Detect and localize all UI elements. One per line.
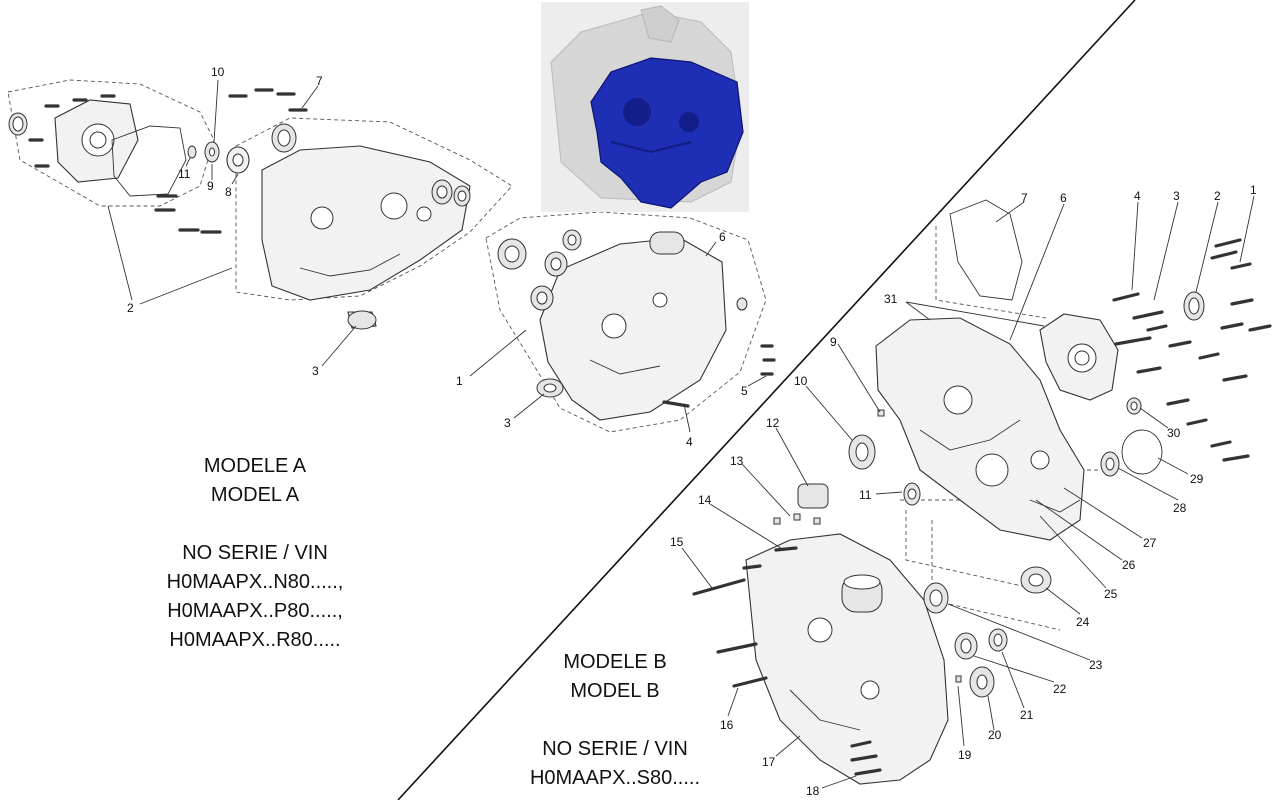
model-a-drawing bbox=[7, 79, 776, 433]
callout-b-28: 28 bbox=[1173, 501, 1187, 515]
gasket-b bbox=[949, 199, 1023, 301]
callout-a-2: 2 bbox=[127, 301, 134, 315]
callout-a-7: 7 bbox=[316, 74, 323, 88]
callout-b-27: 27 bbox=[1143, 536, 1157, 550]
model-a-title-en: MODEL A bbox=[210, 484, 300, 506]
model-a-title-fr: MODELE A bbox=[203, 455, 307, 477]
model-b-drawing bbox=[681, 195, 1272, 789]
callout-b-19: 19 bbox=[958, 748, 972, 762]
cylinder-sleeve bbox=[649, 231, 685, 255]
model-b-title-fr: MODELE B bbox=[563, 651, 667, 673]
callout-b-16: 16 bbox=[720, 718, 734, 732]
model-a-callouts: 1 2 3 3 4 5 6 7 8 9 10 11 bbox=[127, 65, 748, 449]
callout-b-24: 24 bbox=[1076, 615, 1090, 629]
callout-b-25: 25 bbox=[1104, 587, 1118, 601]
callout-b-29: 29 bbox=[1190, 472, 1204, 486]
model-a-caption: MODELE A MODEL A NO SERIE / VIN H0MAAPX.… bbox=[140, 452, 370, 655]
callout-b-31: 31 bbox=[884, 292, 898, 306]
model-b-caption: MODELE B MODEL B NO SERIE / VIN H0MAAPX.… bbox=[480, 648, 750, 793]
callout-a-1: 1 bbox=[456, 374, 463, 388]
model-b-serial-1: H0MAAPX..S80..... bbox=[529, 767, 701, 789]
crankcase-right-half bbox=[539, 237, 727, 421]
cover-gasket bbox=[111, 125, 187, 197]
cover-group-outline bbox=[7, 79, 215, 207]
callout-b-14: 14 bbox=[698, 493, 712, 507]
callout-b-23: 23 bbox=[1089, 658, 1103, 672]
crankcase-left-half bbox=[261, 145, 471, 301]
callout-a-5: 5 bbox=[741, 384, 748, 398]
cover-bore-inner bbox=[89, 131, 107, 149]
callout-b-15: 15 bbox=[670, 535, 684, 549]
locator-thumbnail bbox=[541, 2, 749, 212]
callout-a-4: 4 bbox=[686, 435, 693, 449]
callout-b-22: 22 bbox=[1053, 682, 1067, 696]
thumbnail-render bbox=[541, 2, 749, 212]
callout-b-12: 12 bbox=[766, 416, 780, 430]
callout-b-7: 7 bbox=[1021, 191, 1028, 205]
callout-b-3: 3 bbox=[1173, 189, 1180, 203]
callout-b-21: 21 bbox=[1020, 708, 1034, 722]
callout-b-17: 17 bbox=[762, 755, 776, 769]
crankcase-b-lower bbox=[745, 533, 949, 785]
callout-b-1: 1 bbox=[1250, 183, 1257, 197]
model-b-callouts: 1 2 3 4 6 7 9 10 11 12 13 14 15 16 17 18… bbox=[670, 183, 1257, 798]
callout-a-3b: 3 bbox=[504, 416, 511, 430]
callout-b-26: 26 bbox=[1122, 558, 1136, 572]
callout-b-20: 20 bbox=[988, 728, 1002, 742]
callout-b-13: 13 bbox=[730, 454, 744, 468]
model-a-serial-header: NO SERIE / VIN bbox=[182, 542, 328, 564]
callout-a-6: 6 bbox=[719, 230, 726, 244]
case-left-group-outline bbox=[235, 117, 513, 301]
callout-a-9: 9 bbox=[207, 179, 214, 193]
crankcase-highlight bbox=[590, 57, 744, 209]
callout-a-8: 8 bbox=[225, 185, 232, 199]
model-a-serial-2: H0MAAPX..P80....., bbox=[167, 600, 343, 622]
callout-b-30: 30 bbox=[1167, 426, 1181, 440]
callout-b-10: 10 bbox=[794, 374, 808, 388]
model-b-title-en: MODEL B bbox=[570, 680, 660, 702]
bolt-15 bbox=[692, 578, 746, 596]
callout-b-9: 9 bbox=[830, 335, 837, 349]
model-a-serial-3: H0MAAPX..R80..... bbox=[169, 629, 341, 651]
callout-b-18: 18 bbox=[806, 784, 820, 798]
o-ring-29 bbox=[1121, 429, 1163, 475]
model-divider-line bbox=[397, 0, 1136, 800]
crankcase-b-upper bbox=[875, 317, 1085, 541]
model-b-serial-header: NO SERIE / VIN bbox=[542, 738, 688, 760]
callout-a-3: 3 bbox=[312, 364, 319, 378]
callout-a-11: 11 bbox=[178, 167, 191, 181]
callout-b-6: 6 bbox=[1060, 191, 1067, 205]
callout-b-11: 11 bbox=[859, 488, 872, 502]
callout-b-4: 4 bbox=[1134, 189, 1141, 203]
callout-a-10: 10 bbox=[211, 65, 225, 79]
needle-bearing-12 bbox=[797, 483, 829, 509]
circlip bbox=[187, 145, 197, 159]
callout-b-2: 2 bbox=[1214, 189, 1221, 203]
model-a-serial-1: H0MAAPX..N80....., bbox=[166, 571, 344, 593]
